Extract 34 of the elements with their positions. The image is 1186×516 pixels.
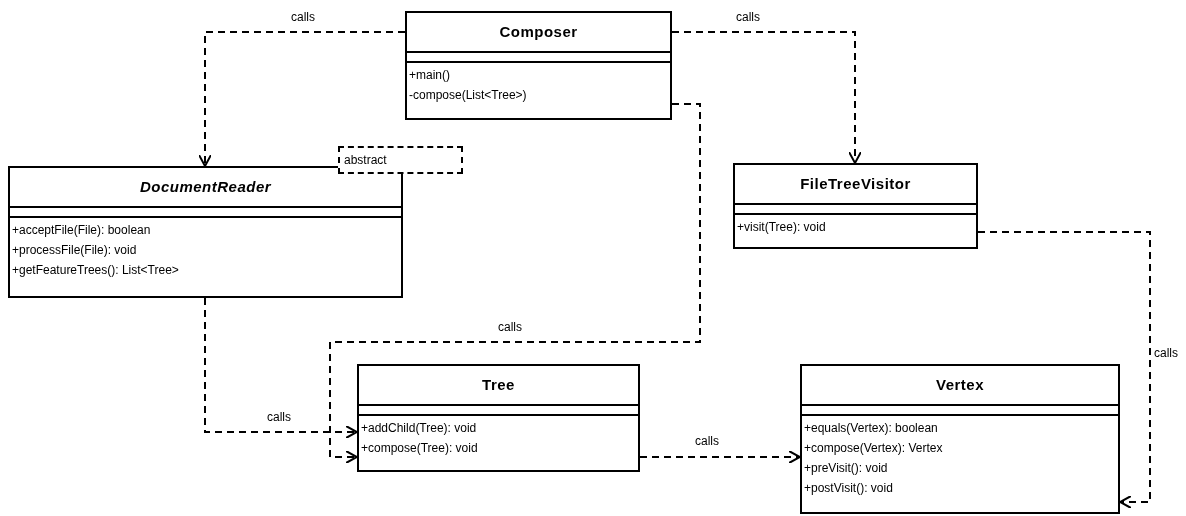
class-box xyxy=(357,364,640,472)
stereotype-tag: abstract xyxy=(338,146,463,174)
class-name: DocumentReader xyxy=(139,176,272,197)
dashed-arrow xyxy=(671,31,862,164)
class-box xyxy=(733,163,978,249)
dashed-arrow xyxy=(639,450,801,464)
edge-label: calls xyxy=(1153,346,1179,360)
method-text: +equals(Vertex): boolean xyxy=(804,420,938,437)
method-text: +acceptFile(File): boolean xyxy=(12,222,151,239)
method-text: -compose(List<Tree>) xyxy=(409,87,527,104)
edge-label: calls xyxy=(266,410,292,424)
method-text: +compose(Vertex): Vertex xyxy=(804,440,943,457)
method-text: +visit(Tree): void xyxy=(737,219,826,236)
method-text: +processFile(File): void xyxy=(12,242,137,259)
class-name: Vertex xyxy=(935,374,984,395)
method-text: +postVisit(): void xyxy=(804,480,893,497)
method-text: +getFeatureTrees(): List<Tree> xyxy=(12,262,179,279)
class-name: FileTreeVisitor xyxy=(800,173,911,194)
class-name: Tree xyxy=(482,374,515,395)
method-text: +addChild(Tree): void xyxy=(361,420,477,437)
edge-label: calls xyxy=(735,10,761,24)
class-name: Composer xyxy=(499,21,578,42)
method-text: +compose(Tree): void xyxy=(361,440,478,457)
dashed-arrow xyxy=(204,297,358,439)
edge-label: calls xyxy=(497,320,523,334)
dashed-arrow xyxy=(977,231,1151,509)
class-box xyxy=(800,364,1120,514)
method-text: +main() xyxy=(409,67,450,84)
edge-label: calls xyxy=(290,10,316,24)
class-box xyxy=(405,11,672,120)
dashed-arrow xyxy=(329,103,701,464)
method-text: +preVisit(): void xyxy=(804,460,888,477)
edge-label: calls xyxy=(694,434,720,448)
dashed-arrow xyxy=(198,31,406,167)
